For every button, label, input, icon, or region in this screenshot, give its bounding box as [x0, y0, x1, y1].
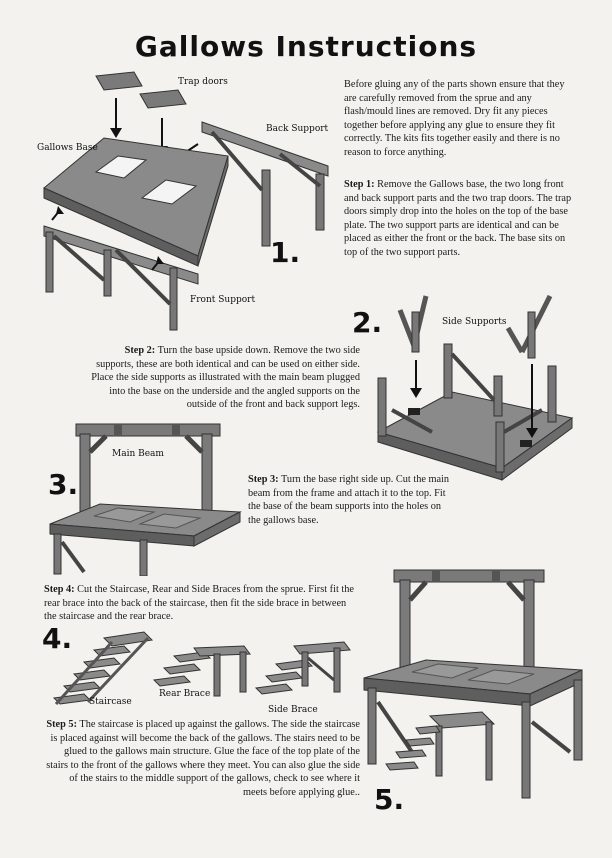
step1-lead: Step 1:: [344, 179, 375, 190]
step4-illustration: [52, 631, 351, 706]
step5-lead: Step 5:: [46, 719, 78, 730]
step3-number: 3.: [48, 468, 79, 501]
step4-number: 4.: [42, 622, 73, 655]
intro-text: Before gluing any of the parts shown ens…: [344, 79, 565, 158]
step2-text: Step 2: Turn the base upside down. Remov…: [86, 344, 360, 412]
step2-number: 2.: [352, 306, 383, 339]
step2-illustration: [376, 294, 574, 481]
step2-body: Turn the base upside down. Remove the tw…: [91, 345, 360, 411]
side-supports-label: Side Supports: [442, 317, 507, 327]
step1-body: Remove the Gallows base, the two long fr…: [344, 179, 572, 258]
gallows-base-label: Gallows Base: [37, 143, 98, 153]
step2-lead: Step 2:: [124, 345, 156, 356]
step3-text: Step 3: Turn the base right side up. Cut…: [248, 473, 454, 527]
rear-brace-label: Rear Brace: [159, 689, 211, 699]
main-beam-label: Main Beam: [112, 449, 164, 459]
step4-text: Step 4: Cut the Staircase, Rear and Side…: [44, 583, 360, 624]
page-title: Gallows Instructions: [134, 30, 478, 63]
step3-body: Turn the base right side up. Cut the mai…: [248, 474, 450, 526]
step3-illustration: [49, 423, 242, 576]
step5-illustration: [363, 569, 583, 799]
trap-doors-label: Trap doors: [178, 77, 228, 87]
step4-lead: Step 4:: [44, 584, 75, 595]
back-support-label: Back Support: [266, 124, 329, 134]
step5-body: The staircase is placed up against the g…: [46, 719, 360, 798]
side-brace-label: Side Brace: [268, 705, 318, 715]
front-support-label: Front Support: [190, 295, 256, 305]
staircase-label: Staircase: [89, 697, 132, 707]
step1-illustration: [43, 71, 329, 331]
step5-text: Step 5: The staircase is placed up again…: [44, 718, 360, 800]
step3-lead: Step 3:: [248, 474, 279, 485]
step5-number: 5.: [374, 783, 405, 816]
step4-body: Cut the Staircase, Rear and Side Braces …: [44, 584, 354, 623]
step1-number: 1.: [270, 236, 301, 269]
step1-text: Step 1: Remove the Gallows base, the two…: [344, 178, 574, 260]
